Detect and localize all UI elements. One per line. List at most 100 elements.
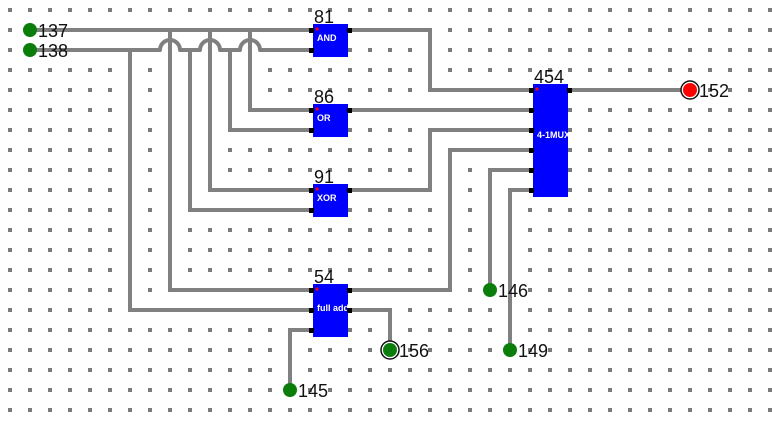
gate-mux-pin-out[interactable] [567, 88, 572, 93]
gate-and-body[interactable] [313, 24, 348, 57]
grid-dot [728, 248, 732, 252]
wire-145-adder[interactable] [288, 328, 312, 390]
grid-dot [368, 328, 372, 332]
grid-dot [208, 348, 212, 352]
grid-dot [668, 28, 672, 32]
gate-full-adder[interactable]: 54 full add [309, 267, 352, 337]
grid-dot [668, 368, 672, 372]
grid-dot [468, 268, 472, 272]
gate-or-pin-in-a[interactable] [309, 108, 314, 113]
wire-138-tap-full-adder[interactable] [128, 50, 312, 312]
grid-dot [768, 88, 772, 92]
grid-dot [348, 208, 352, 212]
gate-or-pin-out[interactable] [347, 108, 352, 113]
gate-mux-id: 454 [534, 67, 564, 87]
grid-dot [468, 368, 472, 372]
gate-xor-body[interactable] [313, 184, 348, 217]
gate-xor[interactable]: 91 XOR [309, 167, 352, 217]
grid-dot [768, 248, 772, 252]
grid-dot [208, 368, 212, 372]
grid-dot [528, 208, 532, 212]
grid-dot [568, 148, 572, 152]
wire-137-tap-xor[interactable] [208, 30, 312, 192]
wire-xor-mux[interactable] [350, 128, 532, 192]
gate-and-pin-in-b[interactable] [309, 48, 314, 53]
gate-full-adder-pin-sum[interactable] [347, 288, 352, 293]
gate-or-body[interactable] [313, 104, 348, 137]
input-137-node[interactable] [23, 23, 37, 37]
gate-full-adder-pin-cout[interactable] [347, 308, 352, 313]
wire-137-tap-full-adder[interactable] [168, 30, 312, 292]
gate-full-adder-pin-cin[interactable] [309, 328, 314, 333]
grid-dot [528, 368, 532, 372]
grid-dot [28, 88, 32, 92]
gate-and[interactable]: 81 AND [309, 7, 352, 57]
wire-149-mux[interactable] [508, 188, 532, 350]
grid-dot [608, 388, 612, 392]
gate-xor-pin-in-a[interactable] [309, 188, 314, 193]
gate-mux-pin-in3[interactable] [529, 148, 534, 153]
grid-dot [48, 208, 52, 212]
input-145-node[interactable] [283, 383, 297, 397]
grid-dot [68, 368, 72, 372]
grid-dot [428, 248, 432, 252]
gate-mux-pin-in1[interactable] [529, 108, 534, 113]
grid-dot [348, 228, 352, 232]
wire-138-tap-or[interactable] [228, 50, 312, 132]
grid-dot [568, 328, 572, 332]
grid-dot [188, 348, 192, 352]
input-149[interactable]: 149 [503, 341, 548, 361]
gate-mux-pin-in2[interactable] [529, 128, 534, 133]
grid-dot [348, 328, 352, 332]
gate-mux-body[interactable] [533, 84, 568, 197]
input-146[interactable]: 146 [483, 281, 528, 301]
grid-dot [648, 348, 652, 352]
grid-dot [728, 408, 732, 412]
grid-dot [588, 188, 592, 192]
grid-dot [208, 268, 212, 272]
wire-adder-156[interactable] [350, 308, 392, 350]
grid-dot [768, 108, 772, 112]
grid-dot [688, 48, 692, 52]
wire-adder-mux[interactable] [350, 148, 532, 292]
input-149-node[interactable] [503, 343, 517, 357]
wire-138-tap-xor[interactable] [188, 50, 312, 212]
wire-146-mux[interactable] [488, 168, 532, 290]
gate-xor-pin-in-b[interactable] [309, 208, 314, 213]
gate-full-adder-pin-b[interactable] [309, 308, 314, 313]
gate-or[interactable]: 86 OR [309, 87, 352, 137]
input-146-node[interactable] [483, 283, 497, 297]
grid-dot [628, 108, 632, 112]
grid-dot [68, 108, 72, 112]
grid-dot [668, 408, 672, 412]
wire-and-mux[interactable] [350, 28, 532, 92]
gate-and-pin-in-a[interactable] [309, 28, 314, 33]
gate-or-pin-in-b[interactable] [309, 128, 314, 133]
wire-137-tap-or[interactable] [248, 30, 312, 112]
input-145[interactable]: 145 [283, 381, 328, 401]
grid-dot [68, 68, 72, 72]
output-156-lamp[interactable] [383, 343, 397, 357]
output-156[interactable]: 156 [380, 340, 429, 361]
input-138-node[interactable] [23, 43, 37, 57]
output-152-lamp[interactable] [683, 83, 697, 97]
input-138[interactable]: 138 [23, 41, 68, 61]
grid-dot [708, 308, 712, 312]
grid-dot [648, 248, 652, 252]
grid-dot [168, 328, 172, 332]
gate-mux-pin-in0[interactable] [529, 88, 534, 93]
input-137[interactable]: 137 [23, 21, 68, 41]
gate-mux[interactable]: 454 4-1MUX [529, 67, 572, 197]
grid-dot [428, 328, 432, 332]
grid-dot [548, 368, 552, 372]
output-152[interactable]: 152 [680, 80, 729, 101]
gate-mux-pin-sel0[interactable] [529, 168, 534, 173]
gate-full-adder-pin-a[interactable] [309, 288, 314, 293]
grid-dot [88, 248, 92, 252]
gate-and-pin-out[interactable] [347, 28, 352, 33]
grid-dot [588, 8, 592, 12]
gate-xor-pin-out[interactable] [347, 188, 352, 193]
gate-full-adder-body[interactable] [313, 284, 348, 337]
gate-mux-pin-sel1[interactable] [529, 188, 534, 193]
